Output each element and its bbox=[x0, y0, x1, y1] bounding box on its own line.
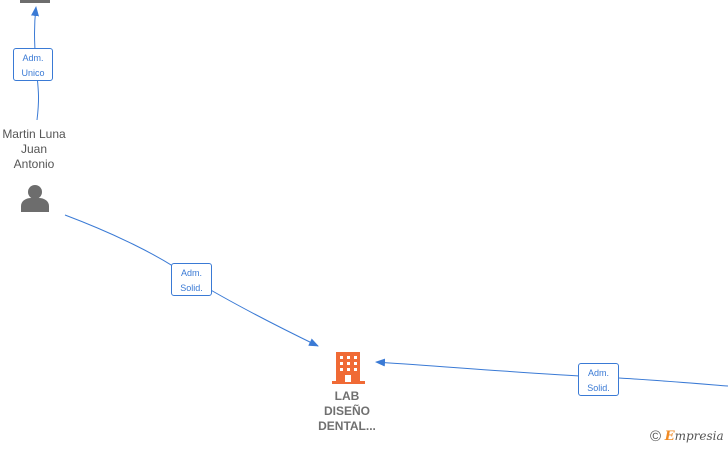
edge-label-line: Solid. bbox=[587, 383, 610, 393]
company-name-line: DISEÑO bbox=[323, 404, 370, 418]
person-icon[interactable] bbox=[21, 185, 49, 212]
company-name-line: LAB bbox=[334, 389, 360, 403]
empresia-watermark[interactable]: © Empresia bbox=[650, 428, 724, 445]
person-node-name[interactable]: Martin Luna Juan Antonio bbox=[0, 127, 68, 172]
person-name-line: Martin Luna bbox=[2, 127, 66, 141]
building-icon[interactable] bbox=[332, 352, 365, 384]
edge-label-top[interactable]: Adm. Unico bbox=[13, 48, 53, 81]
edge-label-line: Unico bbox=[21, 68, 45, 78]
empresia-logo-initial: E bbox=[664, 429, 675, 444]
person-name-line: Juan bbox=[20, 142, 48, 156]
edge-label-line: Adm. bbox=[180, 268, 202, 278]
edge-label-line: Solid. bbox=[180, 283, 203, 293]
person-name-line: Antonio bbox=[13, 157, 55, 171]
edge-line-right-to-company bbox=[375, 358, 728, 387]
edge-label-right-to-company[interactable]: Adm. Solid. bbox=[578, 363, 619, 396]
company-name-line: DENTAL... bbox=[318, 419, 376, 433]
edge-label-person-to-company[interactable]: Adm. Solid. bbox=[171, 263, 212, 296]
edge-label-line: Adm. bbox=[22, 53, 44, 63]
copyright-symbol: © bbox=[650, 428, 662, 445]
offscreen-node-icon bbox=[20, 0, 50, 3]
empresia-logo-text: mpresia bbox=[674, 429, 724, 443]
edge-label-line: Adm. bbox=[587, 368, 609, 378]
company-node-name[interactable]: LAB DISEÑO DENTAL... bbox=[306, 389, 388, 434]
